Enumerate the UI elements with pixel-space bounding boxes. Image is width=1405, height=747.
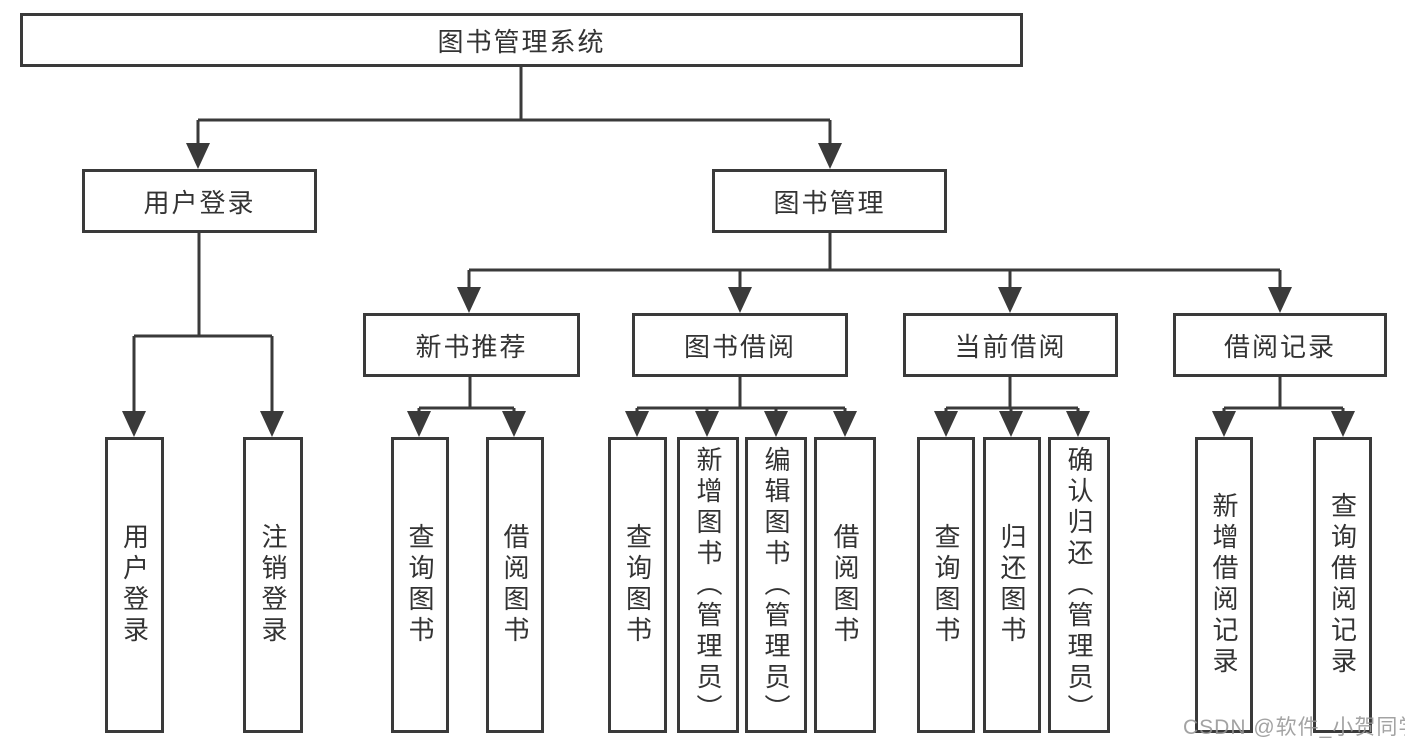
arrowhead <box>998 287 1022 313</box>
node-new-book-recommend: 新书推荐 <box>363 313 580 377</box>
leaf-user-login: 用户登录 <box>105 437 164 733</box>
node-borrow-records: 借阅记录 <box>1173 313 1387 377</box>
arrowhead <box>502 411 526 437</box>
connector-new-book-children <box>417 377 516 414</box>
arrowhead <box>122 411 146 437</box>
leaf-label: 查询图书 <box>622 523 653 647</box>
leaf-borrow-edit-books-admin: 编辑图书（管理员） <box>745 437 807 733</box>
arrowhead <box>1331 411 1355 437</box>
arrowhead <box>934 411 958 437</box>
leaf-current-return-books: 归还图书 <box>983 437 1041 733</box>
leaf-logout: 注销登录 <box>243 437 303 733</box>
leaf-borrow-query-books: 查询图书 <box>608 437 667 733</box>
leaf-current-query-books: 查询图书 <box>917 437 975 733</box>
connector-current-borrow-children <box>944 377 1080 414</box>
leaf-newbook-borrow-books: 借阅图书 <box>486 437 544 733</box>
arrowhead <box>1212 411 1236 437</box>
node-label: 新书推荐 <box>415 331 528 362</box>
arrowhead <box>999 411 1023 437</box>
leaf-records-query-record: 查询借阅记录 <box>1313 437 1372 733</box>
leaf-label: 用户登录 <box>119 523 150 647</box>
node-user-login: 用户登录 <box>82 169 317 233</box>
leaf-label: 归还图书 <box>997 523 1027 647</box>
leaf-label: 新增图书（管理员） <box>693 445 723 725</box>
node-label: 用户登录 <box>143 187 256 218</box>
node-label: 借阅记录 <box>1223 331 1336 362</box>
leaf-label: 确认归还（管理员） <box>1064 445 1094 725</box>
node-label: 当前借阅 <box>954 331 1067 362</box>
leaf-label: 注销登录 <box>258 523 288 647</box>
arrowhead <box>1268 287 1292 313</box>
connector-user-login-children <box>132 233 274 413</box>
arrowhead <box>818 143 842 169</box>
arrowhead <box>260 411 284 437</box>
leaf-borrow-borrow-books: 借阅图书 <box>814 437 876 733</box>
arrowhead <box>728 287 752 313</box>
connector-book-management-children <box>467 233 1282 289</box>
node-current-borrow: 当前借阅 <box>903 313 1118 377</box>
leaf-label: 查询借阅记录 <box>1327 492 1358 678</box>
leaf-borrow-add-books-admin: 新增图书（管理员） <box>677 437 739 733</box>
node-label: 图书借阅 <box>683 331 796 362</box>
leaf-label: 借阅图书 <box>500 523 530 647</box>
leaf-label: 查询图书 <box>931 523 961 647</box>
arrowhead <box>764 411 788 437</box>
arrowhead <box>833 411 857 437</box>
leaf-label: 编辑图书（管理员） <box>761 445 791 725</box>
connector-borrow-records-children <box>1222 377 1345 414</box>
arrowhead <box>1066 411 1090 437</box>
node-book-borrow: 图书借阅 <box>632 313 848 377</box>
node-book-management: 图书管理 <box>712 169 947 233</box>
csdn-watermark: CSDN @软件_小贺同学 <box>1183 716 1405 739</box>
node-library-management-system: 图书管理系统 <box>20 13 1023 67</box>
leaf-label: 新增借阅记录 <box>1209 492 1239 678</box>
arrowhead <box>186 143 210 169</box>
connector-book-borrow-children <box>635 377 847 414</box>
connector-root-to-level2 <box>196 67 832 145</box>
arrowhead <box>695 411 719 437</box>
leaf-newbook-query-books: 查询图书 <box>391 437 449 733</box>
leaf-current-confirm-return-admin: 确认归还（管理员） <box>1048 437 1110 733</box>
node-label: 图书管理系统 <box>437 26 606 57</box>
arrowhead <box>457 287 481 313</box>
leaf-records-add-record: 新增借阅记录 <box>1195 437 1253 733</box>
node-label: 图书管理 <box>773 187 886 218</box>
arrowhead <box>407 411 431 437</box>
arrowhead <box>625 411 649 437</box>
leaf-label: 查询图书 <box>405 523 435 647</box>
leaf-label: 借阅图书 <box>830 523 860 647</box>
